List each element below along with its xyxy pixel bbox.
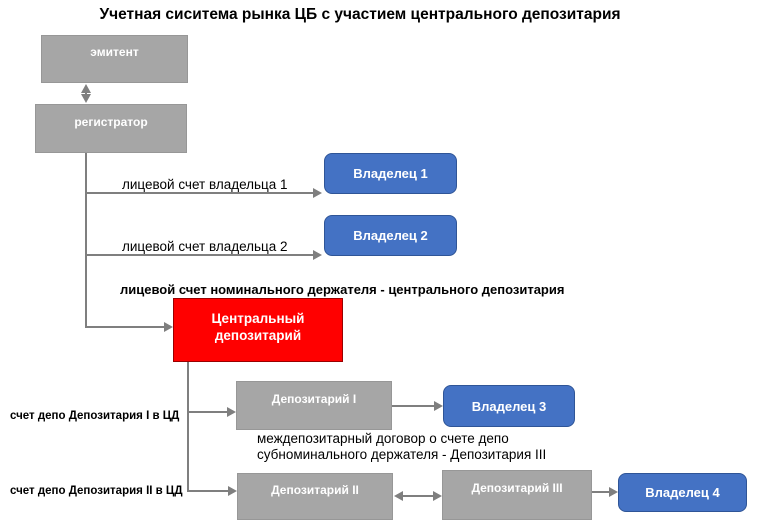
label-interdepository-agreement-line1: междепозитарный договор о счете депо xyxy=(257,431,509,446)
node-emitent: эмитент xyxy=(41,35,188,83)
edge-registrator-central-depository xyxy=(86,326,164,328)
arrow-right-icon xyxy=(609,487,618,497)
node-depository-3: Депозитарий III xyxy=(442,470,592,520)
label-owner2-account: лицевой счет владельца 2 xyxy=(122,239,288,254)
arrow-right-icon xyxy=(227,407,236,417)
node-depository-1: Депозитарий I xyxy=(236,381,392,430)
node-registrator-label: регистратор xyxy=(74,114,148,129)
arrow-left-icon xyxy=(394,491,403,501)
node-emitent-label: эмитент xyxy=(90,45,139,59)
arrow-right-icon xyxy=(228,486,237,496)
node-owner-2: Владелец 2 xyxy=(324,215,457,256)
label-interdepository-agreement: междепозитарный договор о счете депо суб… xyxy=(257,431,546,463)
label-nominal-holder-account: лицевой счет номинального держателя - це… xyxy=(120,282,565,297)
node-central-depository-label: Центральный депозитарий xyxy=(211,310,305,343)
edge-registrator-trunk xyxy=(85,153,87,328)
label-depository1-account: счет депо Депозитария I в ЦД xyxy=(10,410,180,422)
node-registrator: регистратор xyxy=(35,104,187,153)
edge-central-depository-depository2 xyxy=(188,490,228,492)
node-depository-2-label: Депозитарий II xyxy=(271,482,359,497)
arrow-right-icon xyxy=(433,491,442,501)
node-central-depository: Центральный депозитарий xyxy=(173,298,343,362)
arrow-right-icon xyxy=(313,188,322,198)
edge-central-depository-trunk xyxy=(187,362,189,492)
edge-depository2-depository3 xyxy=(403,495,433,497)
arrow-right-icon xyxy=(164,322,173,332)
edge-registrator-owner1 xyxy=(86,192,313,194)
node-owner-1-label: Владелец 1 xyxy=(353,166,428,181)
node-owner-4: Владелец 4 xyxy=(618,473,747,512)
arrow-down-icon xyxy=(81,94,91,103)
edge-central-depository-depository1 xyxy=(188,411,227,413)
node-owner-3: Владелец 3 xyxy=(443,385,575,427)
arrow-up-icon xyxy=(81,84,91,93)
node-depository-1-label: Депозитарий I xyxy=(271,391,357,406)
node-owner-2-label: Владелец 2 xyxy=(353,228,428,243)
edge-depository1-owner3 xyxy=(392,405,434,407)
node-owner-1: Владелец 1 xyxy=(324,153,457,194)
edge-registrator-owner2 xyxy=(86,254,313,256)
edge-depository3-owner4 xyxy=(592,491,610,493)
label-interdepository-agreement-line2: субноминального держателя - Депозитария … xyxy=(257,447,547,462)
diagram-title: Учетная сиситема рынка ЦБ с участием цен… xyxy=(99,6,621,23)
node-depository-2: Депозитарий II xyxy=(237,473,393,520)
label-depository2-account: счет депо Депозитария II в ЦД xyxy=(10,485,183,497)
edge-emitent-registrator xyxy=(85,91,87,96)
node-owner-3-label: Владелец 3 xyxy=(471,398,547,414)
node-depository-3-label: Депозитарий III xyxy=(471,481,563,495)
arrow-right-icon xyxy=(434,401,443,411)
label-owner1-account: лицевой счет владельца 1 xyxy=(122,177,288,192)
arrow-right-icon xyxy=(313,250,322,260)
node-owner-4-label: Владелец 4 xyxy=(645,485,720,500)
